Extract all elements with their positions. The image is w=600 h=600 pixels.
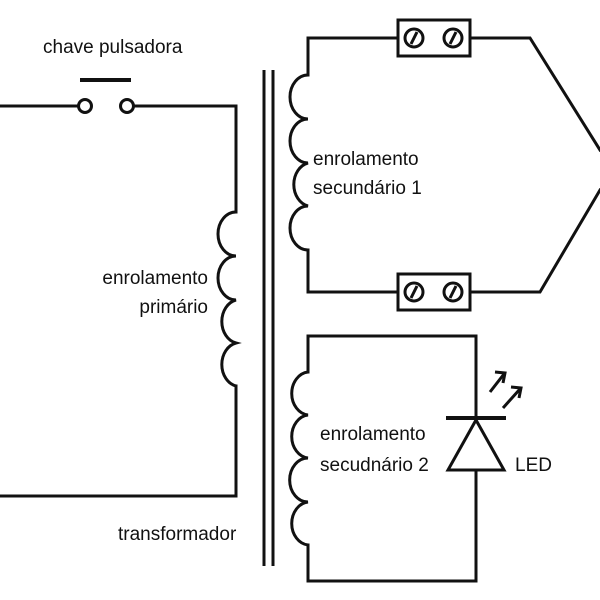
terminal-screw-bottom-left-slot: [409, 285, 419, 299]
terminal-block-bottom: [396, 272, 472, 312]
terminal-screw-top-right-slot: [448, 31, 458, 45]
led-label: LED: [515, 455, 552, 476]
led-symbol: [445, 370, 523, 472]
terminal-screw-top-left-slot: [409, 31, 419, 45]
primary-winding-coil: [216, 210, 242, 388]
transformer-core: [262, 70, 275, 566]
secondary-1-circuit: [306, 36, 600, 294]
secondary1-top-wire-left: [306, 36, 400, 77]
led-light-arrows-icon: [488, 370, 523, 410]
secondary1-bottom-wire-right: [468, 187, 600, 294]
secondary-2-circuit: [306, 334, 478, 583]
secondary1-top-wire-right: [468, 36, 600, 153]
primary-top-wire-right: [132, 104, 238, 214]
push-button-switch: [77, 78, 135, 114]
secondary1-winding-coil: [288, 73, 309, 252]
secondary2-top-wire: [306, 334, 478, 420]
secondary2-winding-coil: [288, 370, 309, 547]
secondary2-label-line2: secudnário 2: [320, 455, 429, 476]
secondary1-bottom-wire-left: [306, 248, 400, 294]
terminal-screw-bottom-right-slot: [448, 285, 458, 299]
primary-circuit: [0, 104, 238, 498]
primary-winding-label-line1: enrolamento: [102, 268, 208, 289]
primary-winding-label-line2: primário: [139, 297, 208, 318]
terminal-block-top: [396, 18, 472, 58]
switch-label: chave pulsadora: [43, 37, 183, 58]
secondary2-label-line1: enrolamento: [320, 424, 426, 445]
secondary1-label-line2: secundário 1: [313, 178, 422, 199]
led-triangle: [445, 416, 507, 472]
primary-bottom-wire: [0, 384, 238, 498]
transformer-label: transformador: [118, 524, 237, 545]
secondary1-label-line1: enrolamento: [313, 149, 419, 170]
switch-contact-right: [119, 98, 135, 114]
switch-contact-left: [77, 98, 93, 114]
secondary2-bottom-wire: [306, 468, 478, 583]
